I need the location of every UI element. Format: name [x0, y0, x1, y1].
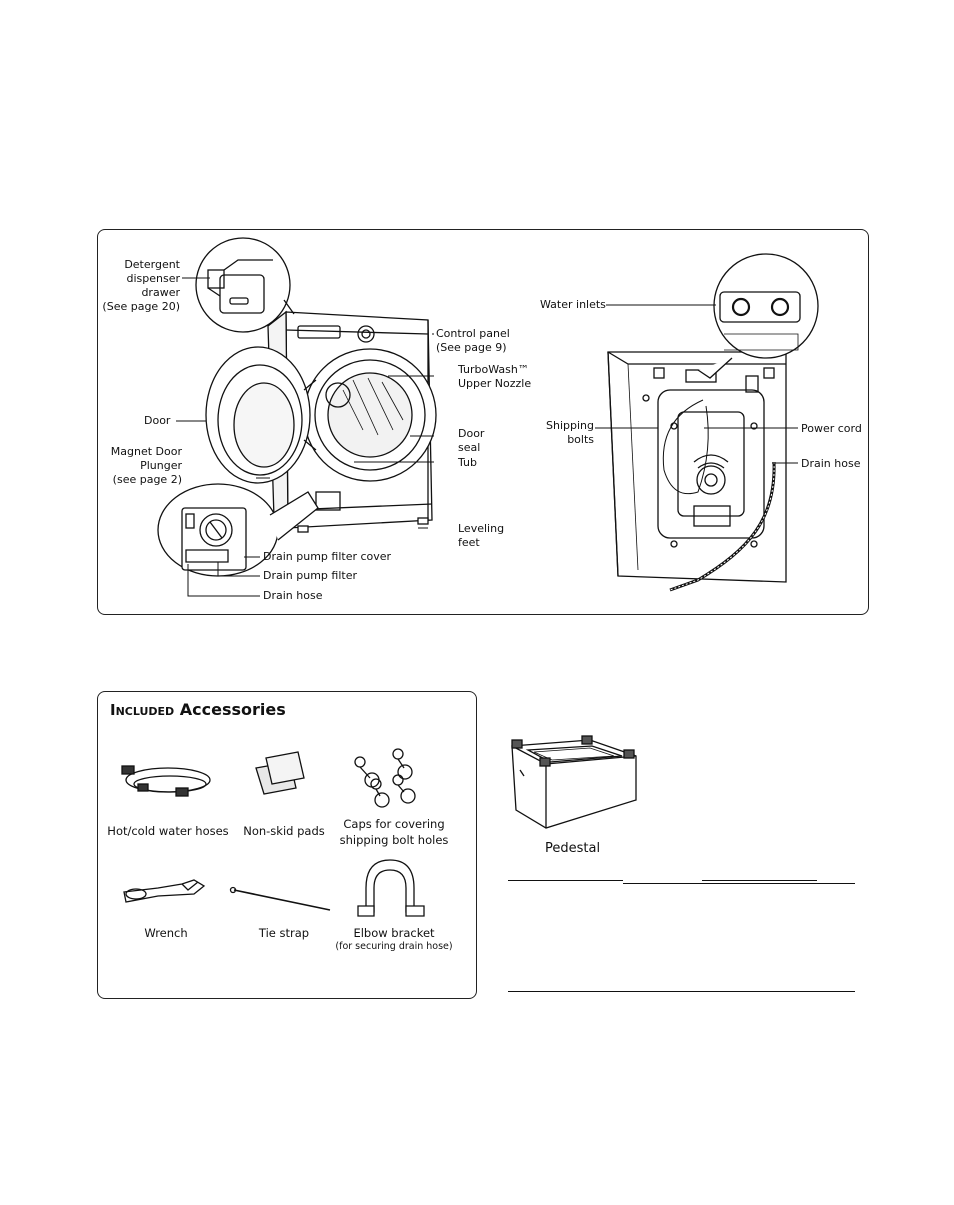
accessory-elbow-bracket-label: Elbow bracket: [353, 926, 435, 940]
accessory-caps-label: Caps for covering shipping bolt holes: [339, 817, 449, 847]
bolt-caps-icon: [354, 748, 416, 808]
rule-line-4: [508, 991, 855, 992]
label-tub: Tub: [458, 456, 478, 469]
label-door: Door: [144, 414, 171, 427]
water-hoses-icon: [121, 765, 211, 797]
accessory-elbow-bracket: Elbow bracket (for securing drain hose): [324, 925, 464, 953]
label-detergent-drawer: Detergent dispenser drawer (See page 20): [102, 258, 180, 313]
rule-line-1: [508, 880, 623, 881]
label-magnet-door-plunger: Magnet Door Plunger (see page 2): [110, 445, 182, 486]
tie-strap-icon: [229, 886, 331, 911]
detergent-drawer-callout: [195, 237, 295, 333]
accessory-tie-strap-label: Tie strap: [258, 926, 310, 940]
water-inlets-callout: [697, 253, 819, 379]
label-shipping-bolts: Shipping bolts: [546, 419, 594, 446]
accessories-title-prefix: Included: [110, 701, 175, 719]
label-drain-hose-front: Drain hose: [263, 589, 323, 602]
label-drain-pump-filter-cover: Drain pump filter cover: [263, 550, 392, 563]
rule-line-2: [623, 883, 855, 884]
label-door-seal: Door seal: [458, 427, 485, 454]
elbow-bracket-icon: [357, 859, 425, 917]
label-leveling-feet: Leveling feet: [458, 522, 505, 549]
label-drain-hose-back: Drain hose: [801, 457, 861, 470]
wrench-icon: [123, 879, 206, 903]
accessories-title: Included Accessories: [110, 700, 286, 719]
pedestal-label: Pedestal: [545, 841, 601, 856]
non-skid-pads-icon: [255, 751, 305, 795]
label-control-panel: Control panel (See page 9): [436, 327, 510, 354]
label-turbowash-nozzle: TurboWash™ Upper Nozzle: [458, 363, 532, 390]
rear-washer-illustration: [607, 351, 787, 592]
washer-diagram: [157, 237, 819, 597]
parts-diagram-panel: Detergent dispenser drawer (See page 20)…: [97, 229, 869, 615]
accessory-pads-label: Non-skid pads: [243, 824, 325, 838]
accessories-illustrations: [121, 748, 425, 917]
callout-leader-lines: [176, 277, 798, 597]
included-accessories-panel: Included Accessories: [97, 691, 477, 999]
label-drain-pump-filter: Drain pump filter: [263, 569, 357, 582]
rule-line-3: [702, 880, 817, 881]
accessory-wrench-label: Wrench: [144, 926, 188, 940]
accessory-elbow-bracket-note: (for securing drain hose): [335, 941, 453, 952]
accessory-hoses-label: Hot/cold water hoses: [107, 824, 229, 838]
accessories-title-main: Accessories: [179, 700, 286, 719]
label-water-inlets: Water inlets: [540, 298, 606, 311]
label-power-cord: Power cord: [801, 422, 862, 435]
front-washer-illustration: [205, 310, 437, 533]
drain-pump-callout: [157, 483, 319, 577]
